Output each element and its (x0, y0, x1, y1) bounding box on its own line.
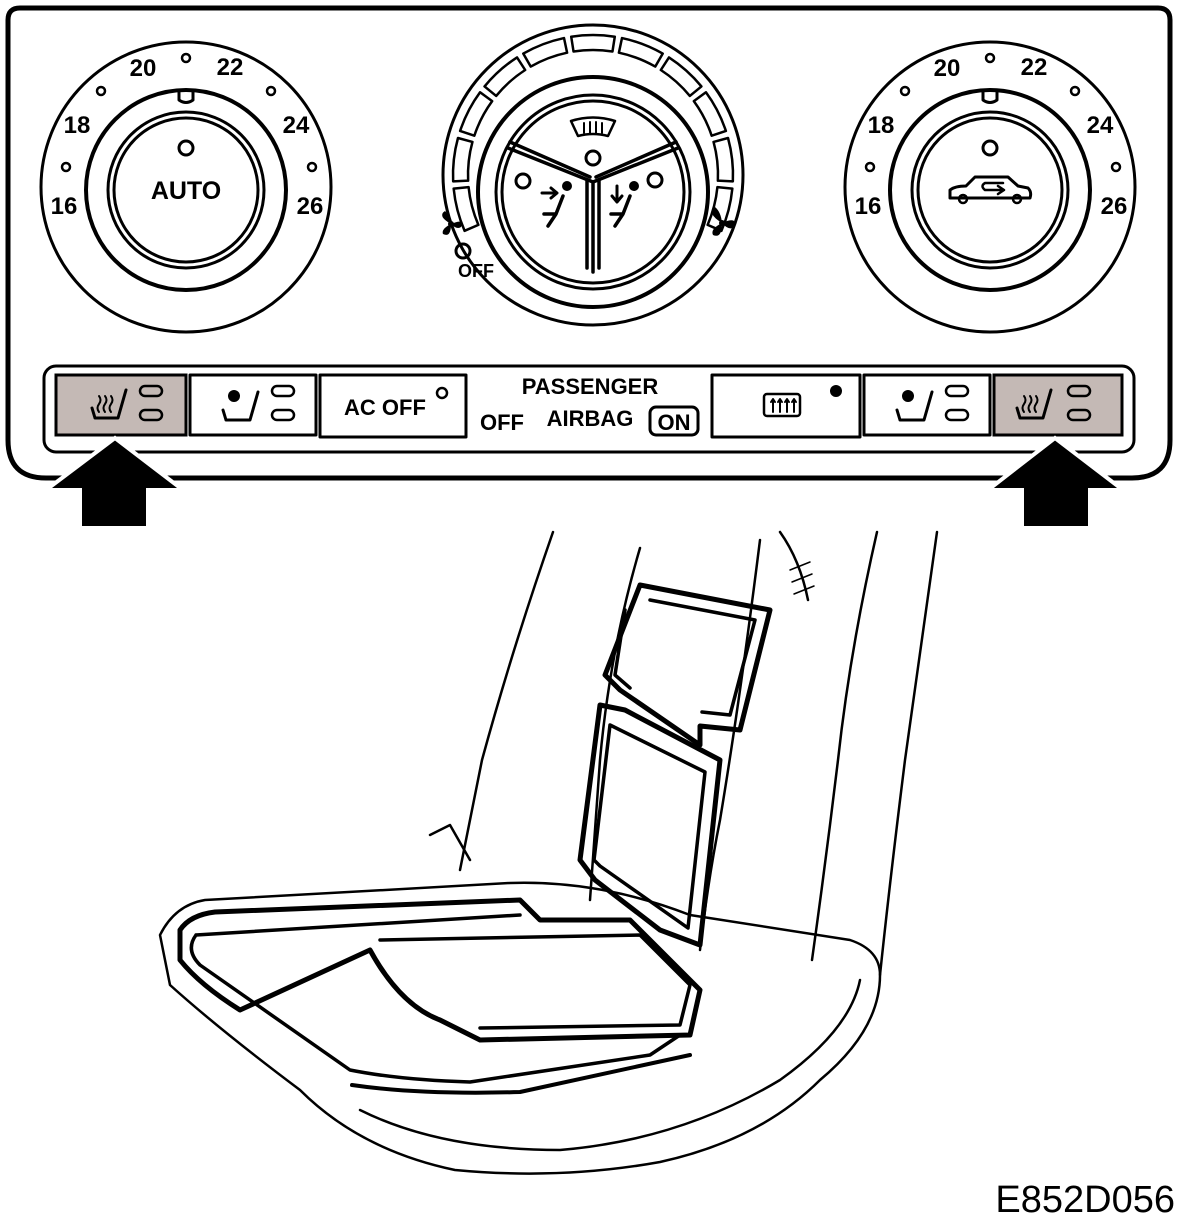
fan-speed-segment (458, 91, 494, 137)
fan-speed-segment (522, 36, 569, 68)
svg-text:24: 24 (283, 112, 310, 139)
rear-defrost-indicator-led (830, 385, 842, 397)
recirculation-car-icon[interactable] (948, 175, 1033, 205)
svg-text:22: 22 (217, 54, 244, 81)
face-vent-icon[interactable] (514, 172, 572, 228)
fan-speed-segment (452, 185, 480, 233)
svg-text:24: 24 (1087, 112, 1114, 139)
seat-heater-icon (90, 388, 128, 420)
right-seat-heater-button[interactable] (992, 373, 1124, 437)
fan-off-indicator (454, 242, 472, 260)
left-seat-ventilation-button[interactable] (188, 373, 318, 437)
seat-ventilation-icon (895, 390, 934, 422)
fan-speed-segment (706, 185, 734, 233)
passenger-airbag-indicator: PASSENGER OFF AIRBAG ON (480, 374, 700, 437)
seat-ventilation-icon (221, 390, 260, 422)
arrow-up-icon (40, 435, 189, 530)
seat-heater-icon (1015, 388, 1053, 420)
button-strip: AC OFF PASSENGER OFF AIRBAG ON (42, 364, 1136, 454)
svg-text:26: 26 (1101, 193, 1128, 220)
auto-indicator-led (177, 139, 195, 157)
svg-text:OFF: OFF (480, 410, 524, 435)
foot-vent-icon[interactable] (609, 171, 664, 228)
left-temperature-dial[interactable]: AUTO 16 18 20 22 24 26 (39, 40, 333, 334)
right-temperature-dial[interactable]: 16 18 20 22 24 26 (843, 40, 1137, 334)
climate-control-panel: AUTO 16 18 20 22 24 26 (5, 5, 1173, 481)
fan-speed-segment (451, 136, 474, 183)
fan-low-icon (442, 211, 462, 235)
svg-text:20: 20 (934, 55, 961, 82)
svg-text:AIRBAG: AIRBAG (547, 406, 634, 431)
fan-speed-segment (483, 56, 527, 98)
svg-text:16: 16 (51, 193, 78, 220)
svg-text:PASSENGER: PASSENGER (522, 374, 659, 399)
svg-text:16: 16 (855, 193, 882, 220)
fan-speed-segment (692, 91, 728, 137)
svg-text:18: 18 (868, 112, 895, 139)
svg-text:ON: ON (658, 410, 691, 435)
right-temp-scale: 16 18 20 22 24 26 (855, 52, 1128, 220)
ac-off-button[interactable]: AC OFF (318, 373, 468, 439)
fan-off-label: OFF (458, 261, 494, 281)
fan-speed-dial[interactable]: OFF (441, 23, 745, 327)
rear-window-defrost-icon (762, 392, 802, 418)
svg-text:22: 22 (1021, 54, 1048, 81)
svg-text:20: 20 (130, 55, 157, 82)
fan-speed-segment (659, 56, 703, 98)
figure-reference: E852D056 (995, 1179, 1175, 1221)
arrow-up-icon (982, 435, 1129, 530)
fan-high-icon (711, 207, 735, 236)
fan-speed-segment (617, 36, 664, 68)
ac-off-label: AC OFF (344, 395, 426, 420)
fan-speed-segments (451, 33, 735, 233)
ac-off-indicator-led (435, 386, 449, 400)
auto-button-label: AUTO (151, 177, 221, 205)
recirculation-indicator-led (981, 139, 999, 157)
right-seat-ventilation-button[interactable] (862, 373, 992, 437)
rear-defrost-button[interactable] (710, 373, 862, 439)
svg-text:26: 26 (297, 193, 324, 220)
seat-illustration (158, 530, 939, 1175)
windshield-defrost-icon[interactable] (569, 116, 617, 167)
fan-speed-segment (569, 33, 617, 53)
svg-text:18: 18 (64, 112, 91, 139)
fan-speed-segment (712, 136, 735, 183)
left-seat-heater-button[interactable] (54, 373, 188, 437)
left-temp-scale: 16 18 20 22 24 26 (51, 52, 324, 220)
